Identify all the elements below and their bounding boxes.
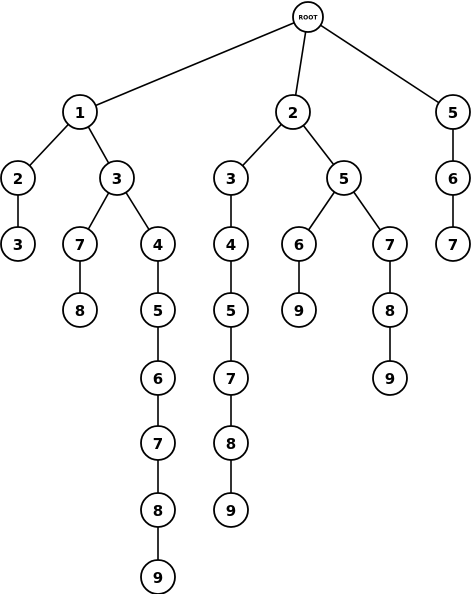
node-label: 2 [13,170,23,188]
tree-node: 8 [62,292,98,328]
tree-node: 6 [435,160,471,196]
node-circle [140,360,176,396]
node-label: 5 [339,170,349,188]
node-circle [140,425,176,461]
node-circle [62,292,98,328]
node-circle [435,94,471,130]
node-label: 3 [13,236,23,254]
node-label: 8 [226,435,236,453]
tree-node: 7 [213,360,249,396]
node-circle [140,559,176,594]
tree-node: 7 [62,226,98,262]
tree-node: 3 [0,226,36,262]
node-label: 1 [75,104,85,122]
node-label: 7 [226,370,236,388]
tree-node: 8 [372,292,408,328]
node-label: 5 [153,302,163,320]
node-circle [213,160,249,196]
node-label: 4 [226,236,236,254]
node-label: 7 [75,236,85,254]
tree-node: 6 [140,360,176,396]
tree-node: 5 [213,292,249,328]
node-circle [435,160,471,196]
node-label: 5 [226,302,236,320]
node-label: 9 [226,502,236,520]
tree-node: 5 [326,160,362,196]
node-label: 2 [288,104,298,122]
tree-node: 7 [372,226,408,262]
tree-node: 3 [213,160,249,196]
node-circle [213,292,249,328]
node-label: 9 [153,569,163,587]
tree-node: 4 [213,226,249,262]
node-circle [213,425,249,461]
tree-edge [79,16,309,113]
tree-node: 5 [140,292,176,328]
node-circle [372,226,408,262]
node-circle [0,226,36,262]
node-label: 6 [294,236,304,254]
tree-node: 8 [140,492,176,528]
tree-node: 5 [435,94,471,130]
node-circle [0,160,36,196]
tree-node: 9 [213,492,249,528]
root-node: ROOT [292,1,324,33]
root-node-circle [292,1,324,33]
node-circle [275,94,311,130]
node-label: 5 [448,104,458,122]
tree-edge [307,16,454,113]
tree-node: 4 [140,226,176,262]
tree-node: 3 [99,160,135,196]
node-label: 6 [448,170,458,188]
tree-node: 7 [140,425,176,461]
node-circle [213,226,249,262]
tree-node: 6 [281,226,317,262]
node-label: 8 [153,502,163,520]
node-label: 9 [385,370,395,388]
node-circle [213,492,249,528]
node-label: 7 [385,236,395,254]
node-label: 7 [153,435,163,453]
node-circle [140,226,176,262]
node-label: 3 [226,170,236,188]
node-circle [281,226,317,262]
node-circle [372,292,408,328]
node-circle [140,492,176,528]
node-circle [281,292,317,328]
tree-node: 2 [0,160,36,196]
node-circle [372,360,408,396]
tree-node: 9 [372,360,408,396]
node-label: 7 [448,236,458,254]
node-circle [140,292,176,328]
node-label: 8 [75,302,85,320]
tree-node: 2 [275,94,311,130]
tree-node: 7 [435,226,471,262]
node-label: 3 [112,170,122,188]
tree-node: 8 [213,425,249,461]
node-label: 6 [153,370,163,388]
node-circle [99,160,135,196]
node-label: 9 [294,302,304,320]
tree-node: 9 [140,559,176,594]
root-node-label: ROOT [299,15,319,22]
node-label: 8 [385,302,395,320]
tree-node: 9 [281,292,317,328]
tree-node: 1 [62,94,98,130]
node-label: 4 [153,236,163,254]
node-circle [326,160,362,196]
node-circle [435,226,471,262]
node-circle [213,360,249,396]
node-circle [62,226,98,262]
node-circle [62,94,98,130]
